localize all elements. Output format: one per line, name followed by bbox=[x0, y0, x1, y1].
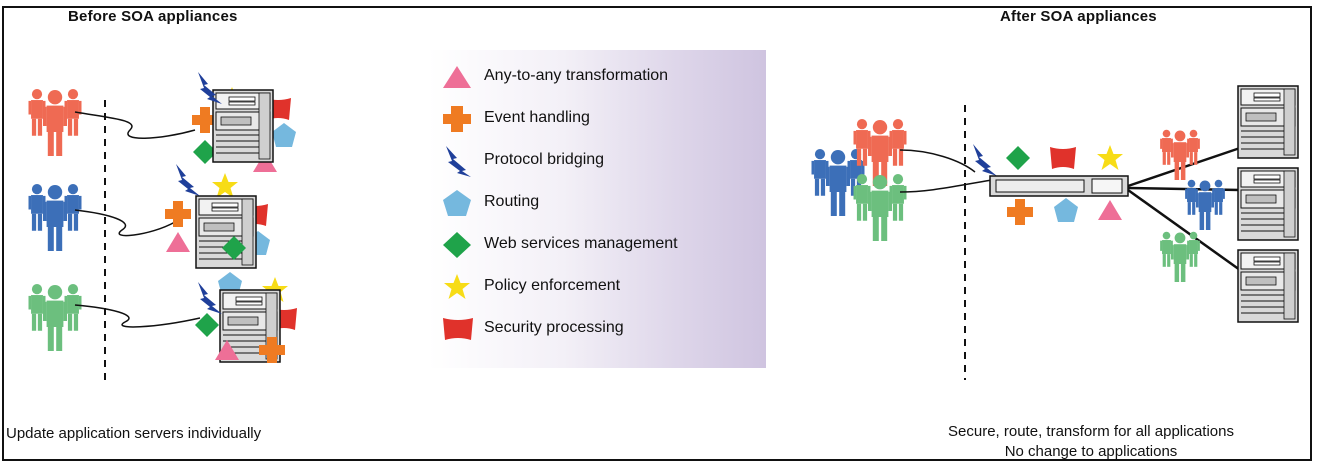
app-server-a bbox=[1237, 85, 1299, 159]
triangle-icon bbox=[443, 66, 471, 88]
legend-label: Policy enforcement bbox=[484, 277, 621, 294]
soa-appliance bbox=[973, 144, 1129, 225]
before-caption: Update application servers individually bbox=[6, 425, 262, 442]
connection-line bbox=[74, 304, 201, 328]
legend-label: Security processing bbox=[484, 319, 624, 336]
legend-item bbox=[442, 104, 472, 134]
app-server-3 bbox=[195, 272, 297, 363]
before-panel-title: Before SOA appliances bbox=[68, 8, 238, 25]
pentagon-icon bbox=[443, 190, 471, 216]
after-caption-line-1: Secure, route, transform for all applica… bbox=[948, 423, 1234, 440]
app-server-2 bbox=[165, 164, 270, 269]
legend-label: Protocol bridging bbox=[484, 151, 605, 168]
lightning-bolt-icon bbox=[446, 146, 471, 177]
legend-label: Web services management bbox=[484, 235, 678, 252]
legend: Any-to-any transformation Event handling… bbox=[428, 50, 766, 368]
legend-item bbox=[442, 146, 472, 177]
after-panel-title: After SOA appliances bbox=[1000, 8, 1157, 25]
user-group-red bbox=[29, 89, 82, 156]
legend-item bbox=[442, 230, 472, 260]
legend-item bbox=[442, 272, 472, 302]
app-server-c bbox=[1237, 249, 1299, 323]
user-group-blue bbox=[29, 184, 82, 251]
legend-label: Routing bbox=[484, 193, 540, 210]
legend-item bbox=[442, 62, 472, 92]
cross-icon bbox=[443, 106, 471, 132]
app-server-1 bbox=[192, 72, 296, 172]
user-group-combined bbox=[812, 119, 907, 241]
connection-line bbox=[899, 149, 993, 193]
user-group-green bbox=[29, 284, 82, 351]
legend-item bbox=[442, 188, 472, 218]
star-icon bbox=[444, 274, 470, 299]
app-server-b bbox=[1237, 167, 1299, 241]
connection-line bbox=[74, 111, 196, 139]
user-group-blue-small bbox=[1185, 180, 1225, 230]
connection-line bbox=[74, 209, 176, 237]
network-line bbox=[1127, 188, 1241, 272]
legend-label: Any-to-any transformation bbox=[484, 67, 669, 84]
after-caption-line-2: No change to applications bbox=[1004, 443, 1178, 460]
legend-item bbox=[442, 314, 474, 344]
diagram-frame bbox=[2, 6, 1312, 461]
after-caption: Secure, route, transform for all applica… bbox=[910, 422, 1272, 462]
shield-shape-icon bbox=[443, 318, 473, 340]
legend-label: Event handling bbox=[484, 109, 590, 126]
user-group-green-small bbox=[1160, 232, 1200, 282]
diamond-icon bbox=[443, 232, 471, 258]
